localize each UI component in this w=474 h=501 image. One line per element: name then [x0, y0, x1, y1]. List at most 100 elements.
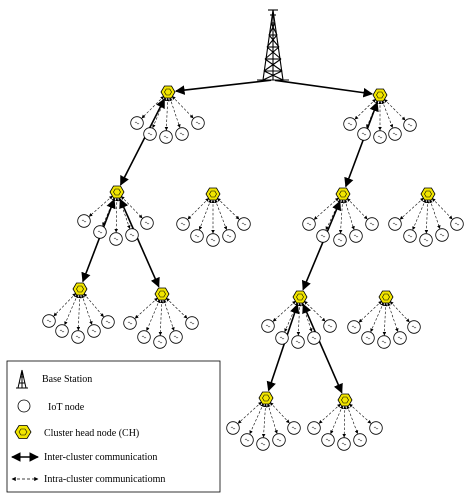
iot-node-mark	[295, 340, 301, 344]
iot-node-mark	[179, 132, 185, 136]
cluster-head-hexagon-icon	[337, 393, 353, 407]
iot-node-mark	[141, 335, 147, 339]
iot-node-mark	[365, 336, 371, 340]
intra-cluster-link	[152, 97, 167, 129]
intra-cluster-link	[249, 403, 264, 435]
iot-node-mark	[411, 325, 417, 329]
inter-cluster-link	[266, 303, 300, 392]
intra-cluster-link	[366, 100, 379, 129]
intra-cluster-link	[214, 199, 228, 230]
inter-cluster-link	[119, 198, 160, 288]
iot-node-mark	[454, 222, 460, 226]
intra-cluster-link	[318, 403, 341, 424]
intra-cluster-link	[429, 199, 441, 229]
iot-node-mark	[144, 221, 150, 225]
inter-cluster-link	[174, 79, 272, 95]
intra-cluster-link	[346, 198, 368, 220]
cluster-head-inner	[376, 91, 384, 99]
cluster-head-hexagon-icon	[292, 290, 308, 304]
cluster-head-hexagon-icon	[420, 187, 436, 201]
cluster-head-hexagon-icon	[154, 287, 170, 301]
intra-cluster-link	[146, 299, 161, 332]
cluster-head-inner	[341, 396, 349, 404]
iot-node-mark	[311, 426, 317, 430]
intra-cluster-link	[76, 294, 82, 331]
iot-node-mark	[439, 233, 445, 237]
iot-node-mark	[347, 122, 353, 126]
legend-iot-node-label: IoT node	[48, 402, 85, 413]
iot-node-mark	[230, 426, 236, 430]
iot-node-mark	[59, 329, 65, 333]
inter-cluster-link	[301, 200, 342, 291]
iot-node-mark	[369, 222, 375, 226]
intra-cluster-link	[158, 299, 164, 336]
cluster-head-inner	[164, 88, 172, 96]
intra-cluster-link	[370, 302, 384, 333]
intra-cluster-link	[383, 98, 406, 121]
cluster-head-inner	[296, 293, 304, 301]
intra-cluster-link	[389, 301, 410, 323]
intra-cluster-link	[169, 97, 181, 128]
intra-cluster-link	[134, 297, 158, 319]
base-station-tower-icon	[257, 9, 289, 81]
cluster-head-hexagon-icon	[372, 88, 388, 102]
intra-cluster-link	[83, 293, 104, 318]
legend-inter-cluster-label: Inter-cluster communication	[44, 452, 157, 463]
cluster-head-inner	[382, 293, 390, 301]
intra-cluster-link	[344, 199, 355, 230]
iot-node-mark	[265, 324, 271, 328]
intra-cluster-link	[198, 199, 212, 230]
inter-cluster-link	[302, 303, 343, 394]
cluster-head-inner	[424, 190, 432, 198]
iot-node-mark	[306, 222, 312, 226]
cluster-head-hexagon-icon	[205, 187, 221, 201]
intra-cluster-link	[102, 197, 116, 227]
inter-cluster-link	[119, 98, 166, 186]
cluster-heads	[72, 85, 436, 407]
iot-node-mark	[353, 234, 359, 238]
iot-node-mark	[341, 442, 347, 446]
intra-cluster-link	[81, 294, 93, 325]
iot-node-mark	[189, 321, 195, 325]
cluster-head-inner	[158, 290, 166, 298]
cluster-head-inner	[339, 190, 347, 198]
legend-cluster-head-label: Cluster head node (CH)	[44, 428, 139, 439]
iot-node-mark	[241, 222, 247, 226]
intra-cluster-link	[399, 197, 424, 220]
iot-node-mark	[127, 321, 133, 325]
iot-node-mark	[81, 219, 87, 223]
cluster-head-inner	[209, 190, 217, 198]
iot-node-mark	[226, 234, 232, 238]
iot-node-mark	[173, 335, 179, 339]
intra-cluster-link	[296, 302, 302, 336]
iot-node-mark	[279, 336, 285, 340]
intra-cluster-link	[114, 197, 119, 233]
cluster-head-hexagon-icon	[378, 290, 394, 304]
iot-node-mark	[134, 121, 140, 125]
cluster-head-inner	[113, 188, 121, 196]
iot-node-mark	[351, 325, 357, 329]
intra-cluster-link	[166, 297, 188, 319]
iot-node-mark	[147, 132, 153, 136]
cluster-head-hexagon-icon	[258, 391, 274, 405]
intra-cluster-link	[431, 198, 453, 220]
intra-cluster-link	[358, 300, 382, 323]
intra-cluster-link	[412, 199, 427, 231]
iot-node-mark	[46, 319, 52, 323]
iot-nodes	[42, 116, 464, 451]
iot-node-mark	[113, 237, 119, 241]
inter-cluster-link	[344, 101, 379, 188]
iot-node-mark	[195, 121, 201, 125]
legend-cluster-head-icon	[14, 425, 32, 439]
iot-node-mark	[325, 438, 331, 442]
iot-node-mark	[194, 234, 200, 238]
intra-cluster-link	[237, 401, 262, 424]
iot-node-mark	[377, 135, 383, 139]
iot-node-mark	[244, 438, 250, 442]
iot-node-mark	[327, 324, 333, 328]
iot-node-mark	[423, 238, 429, 242]
intra-cluster-link	[330, 405, 344, 435]
intra-cluster-link	[284, 302, 298, 333]
intra-cluster-link	[387, 302, 399, 332]
iot-node-mark	[163, 135, 169, 139]
